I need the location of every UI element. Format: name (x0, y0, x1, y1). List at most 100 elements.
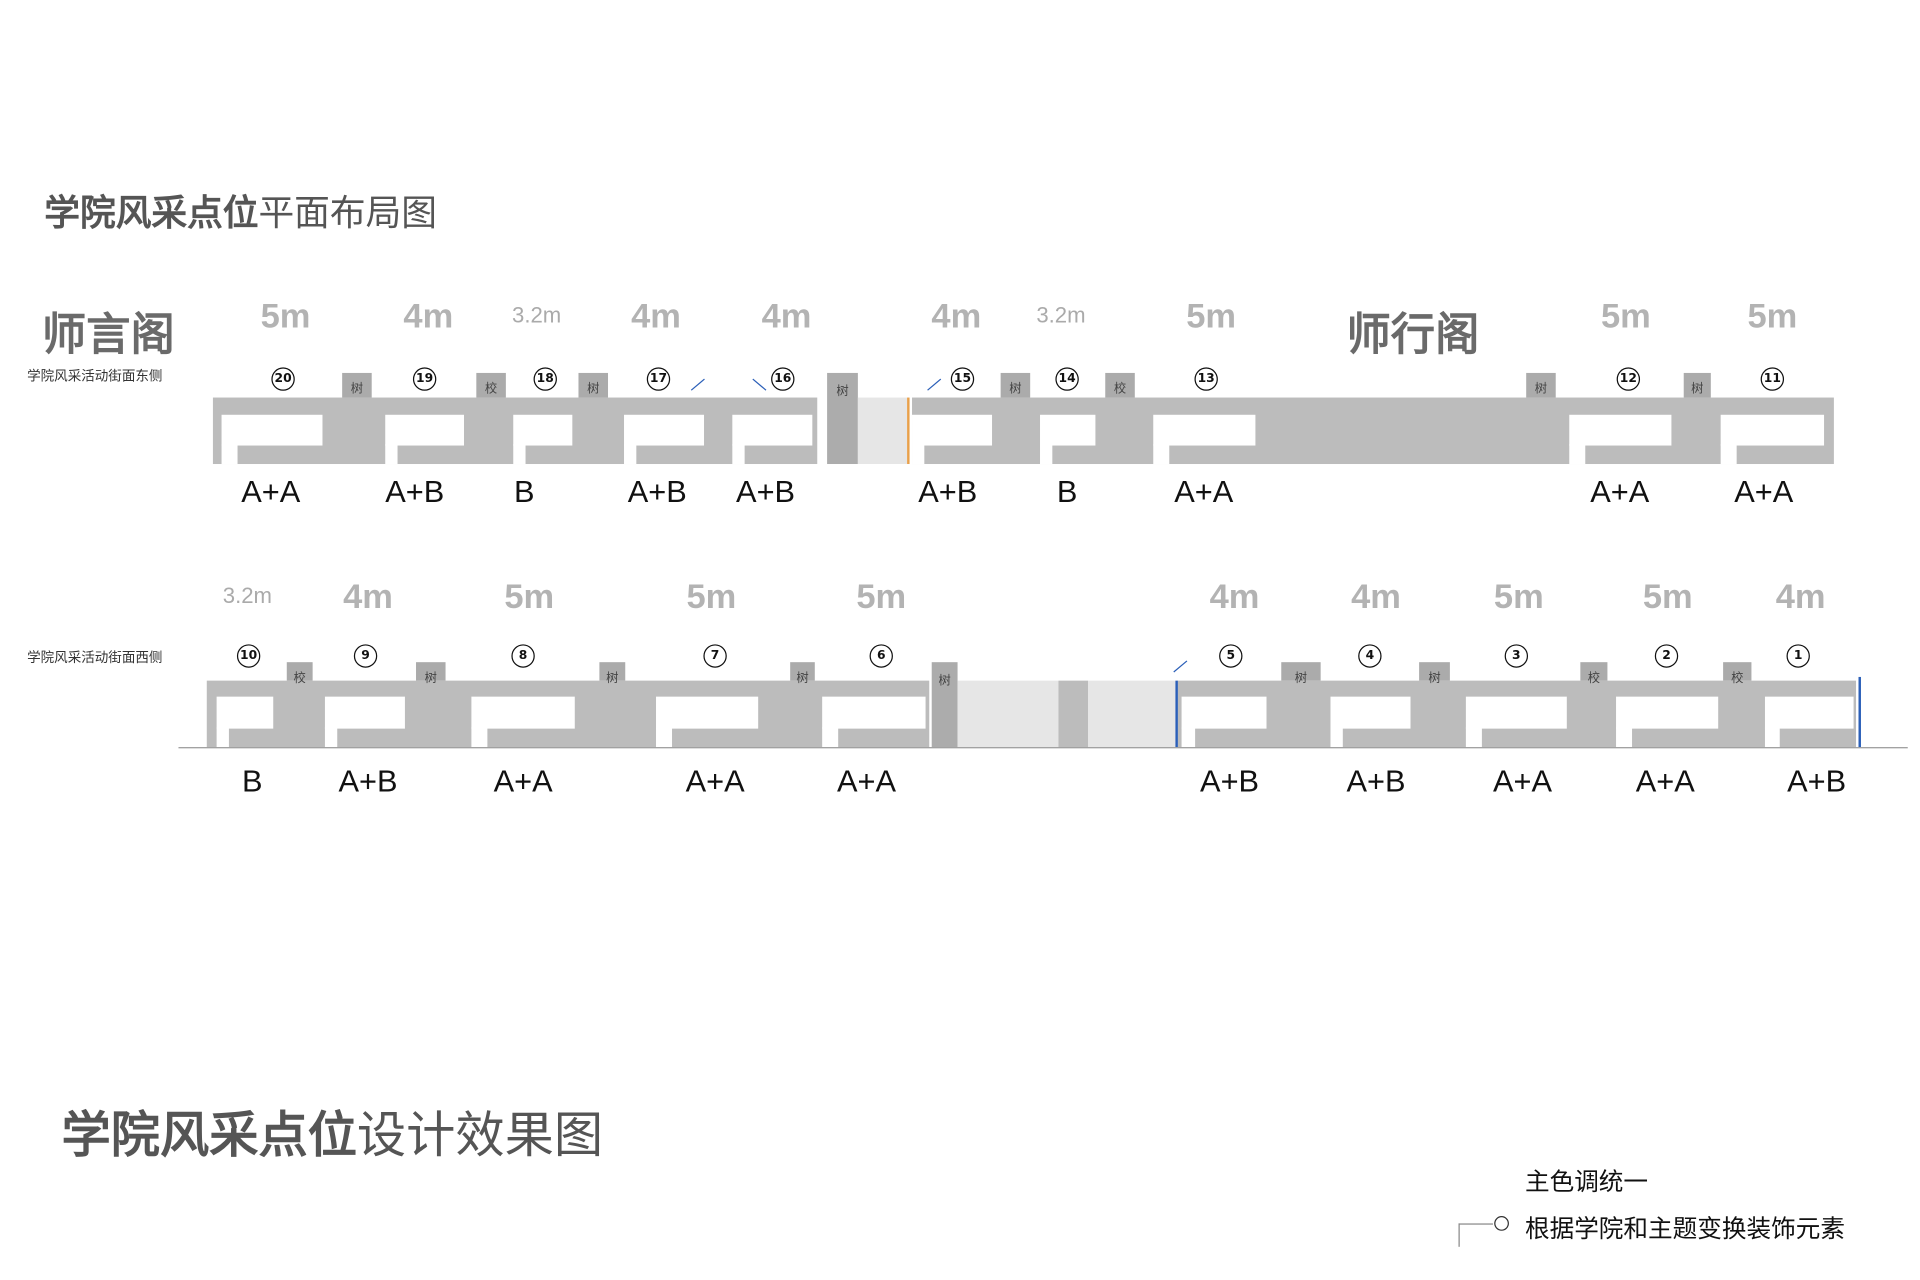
annotation-arrow-icon (1173, 660, 1188, 673)
display-type-label: A+A (241, 475, 301, 510)
display-niche (221, 414, 323, 446)
display-niche-opening (471, 727, 488, 748)
point-number-badge: 4 (1358, 644, 1382, 668)
passage-area (857, 397, 908, 465)
display-niche (513, 414, 573, 446)
point-number-badge: 16 (771, 367, 795, 391)
display-niche-opening (1465, 727, 1482, 748)
boundary-line (1175, 680, 1178, 748)
point-number-badge: 1 (1786, 644, 1810, 668)
tree-marker: 校 (476, 372, 506, 398)
display-niche (1720, 414, 1825, 446)
point-number-badge: 19 (412, 367, 437, 391)
tree-marker: 树 (416, 662, 446, 686)
display-niche-opening (1181, 727, 1196, 748)
display-niche-opening (221, 444, 238, 465)
display-niche (822, 696, 926, 729)
point-number-badge: 11 (1760, 367, 1785, 391)
display-niche-opening (912, 444, 925, 465)
tree-marker: 树 (1526, 372, 1556, 398)
display-niche (1153, 414, 1256, 446)
width-dimension: 5m (1493, 577, 1544, 616)
width-dimension: 5m (686, 577, 737, 616)
display-type-label: B (242, 764, 263, 799)
display-type-label: B (514, 475, 535, 510)
display-type-label: A+A (685, 764, 745, 799)
display-niche-opening (656, 727, 673, 748)
display-type-label: A+A (1590, 475, 1650, 510)
point-number-badge: 2 (1654, 644, 1679, 668)
display-niche (1616, 696, 1719, 729)
passage-divider (1058, 680, 1089, 748)
annotation-arrow-icon (752, 378, 767, 391)
point-number-badge: 3 (1504, 644, 1529, 668)
width-dimension: 5m (1642, 577, 1693, 616)
point-number-badge: 9 (353, 644, 378, 668)
point-number-badge: 8 (511, 644, 535, 668)
layout-title-light: 平面布局图 (258, 192, 437, 234)
point-number-badge: 12 (1616, 367, 1641, 391)
display-type-label: A+A (1635, 764, 1695, 799)
width-dimension: 4m (631, 296, 681, 335)
tree-column: 树 (827, 372, 858, 465)
display-niche-opening (1330, 727, 1343, 748)
point-number-badge: 14 (1055, 367, 1079, 391)
display-niche-opening (385, 444, 398, 465)
point-number-badge: 6 (869, 644, 893, 668)
display-type-label: A+B (918, 475, 978, 510)
display-niche-opening (732, 444, 745, 465)
width-dimension: 5m (1186, 296, 1237, 335)
annotation-arrow-icon (927, 378, 942, 391)
note-line-1: 主色调统一 (1524, 1166, 1649, 1197)
passage-area (957, 680, 1059, 748)
display-niche-opening (324, 727, 338, 748)
display-niche (912, 414, 993, 446)
point-number-badge: 15 (950, 367, 975, 391)
leader-line-vertical (1458, 1223, 1460, 1247)
layout-title: 学院风采点位平面布局图 (44, 185, 437, 237)
width-dimension: 4m (403, 296, 454, 335)
display-type-label: B (1056, 475, 1078, 510)
width-dimension: 5m (260, 296, 311, 335)
display-type-label: A+B (627, 475, 687, 510)
point-number-badge: 7 (703, 644, 727, 668)
tree-column: 树 (931, 662, 958, 748)
building-west-label: 师言阁 (41, 310, 175, 361)
display-niche-opening (513, 444, 526, 465)
tree-marker: 树 (342, 372, 372, 398)
tree-marker: 树 (578, 372, 609, 398)
width-dimension: 3.2m (1036, 302, 1086, 328)
note-line-2: 根据学院和主题变换装饰元素 (1524, 1213, 1845, 1244)
point-number-badge: 20 (271, 367, 295, 391)
annotation-arrow-icon (690, 378, 705, 391)
display-niche (624, 414, 705, 446)
point-number-badge: 10 (236, 644, 261, 668)
tree-marker: 树 (599, 662, 626, 686)
bullet-circle-icon (1494, 1216, 1509, 1231)
effect-title-light: 设计效果图 (356, 1107, 604, 1165)
tree-marker: 树 (1000, 372, 1031, 398)
width-dimension: 5m (504, 577, 555, 616)
display-type-label: A+B (736, 475, 796, 510)
display-type-label: A+B (338, 764, 398, 799)
display-niche (1040, 414, 1096, 446)
tree-marker: 树 (1419, 662, 1450, 686)
display-type-label: A+A (836, 764, 896, 799)
display-niche-opening (1153, 444, 1170, 465)
building-east-label: 师行阁 (1346, 310, 1480, 361)
display-niche (471, 696, 575, 729)
width-dimension: 5m (1600, 296, 1651, 335)
width-dimension: 3.2m (222, 583, 273, 609)
tree-marker: 校 (1105, 372, 1135, 398)
width-dimension: 4m (1775, 577, 1826, 616)
display-niche (385, 414, 465, 446)
display-niche (324, 696, 405, 729)
point-number-badge: 5 (1219, 644, 1243, 668)
point-number-badge: 18 (533, 367, 557, 391)
display-niche (1569, 414, 1672, 446)
display-niche (732, 414, 813, 446)
width-dimension: 4m (931, 296, 982, 335)
display-type-label: A+A (1734, 475, 1794, 510)
display-type-label: A+B (385, 475, 445, 510)
passage-area (1088, 680, 1176, 748)
